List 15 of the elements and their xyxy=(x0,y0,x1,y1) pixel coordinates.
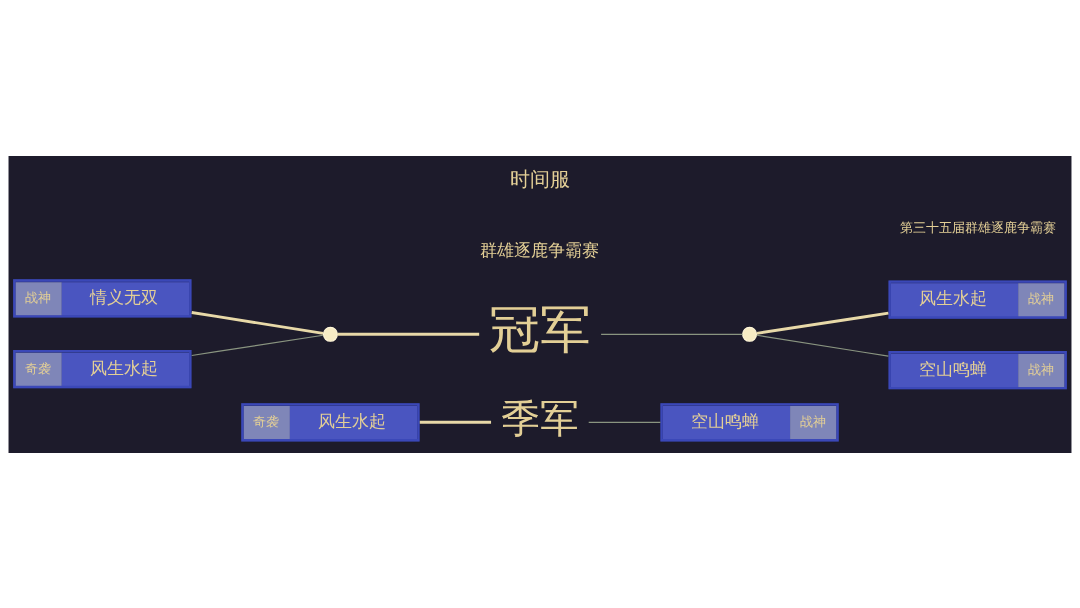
node-circle xyxy=(322,326,338,342)
label: 第三十五届群雄逐鹿争霸赛 xyxy=(899,219,1056,235)
node-text: 季军 xyxy=(501,394,579,441)
connector xyxy=(600,333,744,335)
connector xyxy=(337,332,480,336)
connector xyxy=(191,334,324,356)
connector xyxy=(588,421,661,423)
node-circle xyxy=(742,326,758,342)
label: 群雄逐鹿争霸赛 xyxy=(480,239,600,260)
node-text: 冠军 xyxy=(489,299,591,359)
label: 时间服 xyxy=(510,167,570,191)
connector xyxy=(756,311,889,335)
connector xyxy=(419,420,492,424)
connector xyxy=(756,334,889,357)
connector xyxy=(191,310,324,335)
